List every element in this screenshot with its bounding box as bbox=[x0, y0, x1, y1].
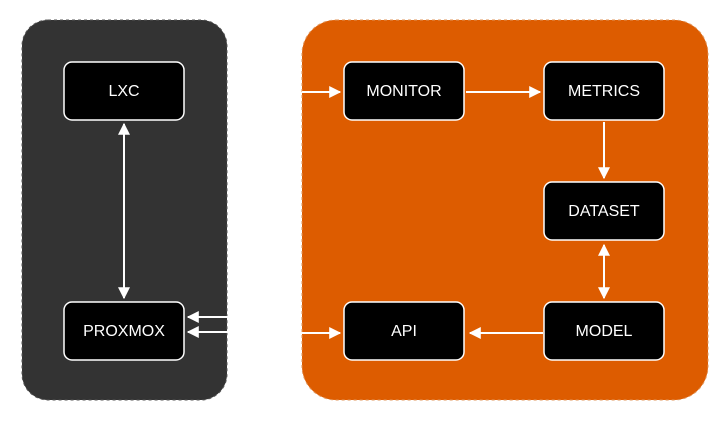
node-proxmox: PROXMOX bbox=[63, 301, 185, 361]
node-model: MODEL bbox=[543, 301, 665, 361]
node-monitor-label: MONITOR bbox=[366, 83, 441, 100]
node-proxmox-label: PROXMOX bbox=[83, 323, 165, 340]
node-monitor: MONITOR bbox=[343, 61, 465, 121]
node-dataset-label: DATASET bbox=[568, 203, 640, 220]
node-lxc-label: LXC bbox=[108, 83, 139, 100]
node-metrics-label: METRICS bbox=[568, 83, 640, 100]
node-dataset: DATASET bbox=[543, 181, 665, 241]
node-lxc: LXC bbox=[63, 61, 185, 121]
node-metrics: METRICS bbox=[543, 61, 665, 121]
node-api: API bbox=[343, 301, 465, 361]
node-api-label: API bbox=[391, 323, 417, 340]
node-model-label: MODEL bbox=[576, 323, 633, 340]
